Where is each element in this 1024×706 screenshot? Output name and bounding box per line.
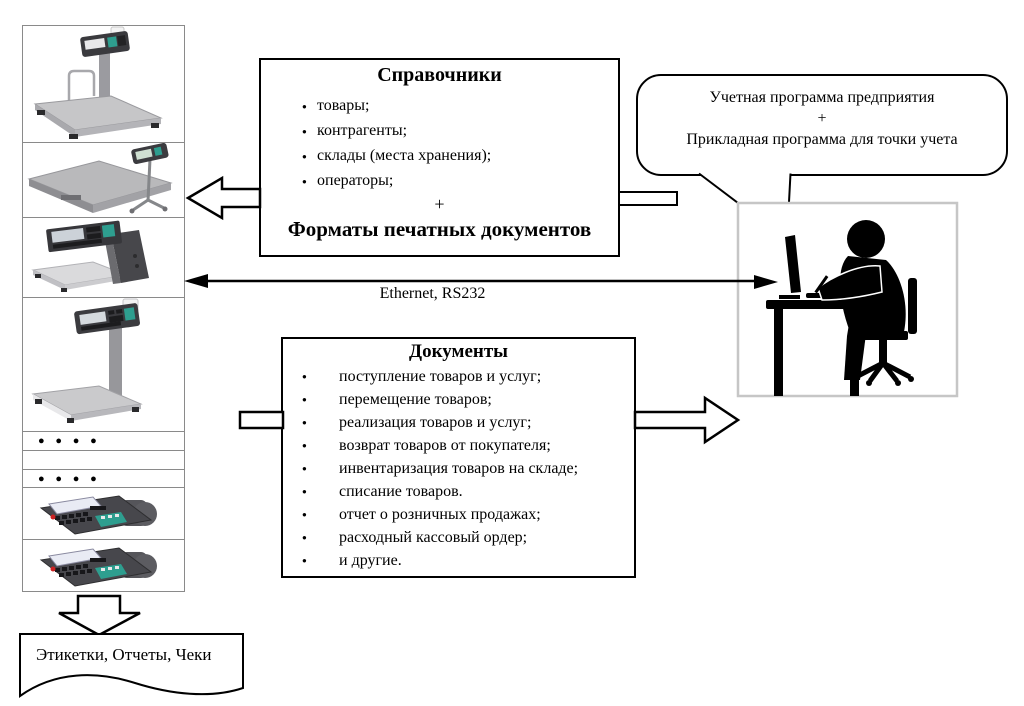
- documents-right-arrow: [633, 395, 741, 445]
- list-item: возврат товаров от покупателя;: [302, 434, 634, 457]
- list-item: операторы;: [302, 168, 618, 194]
- directories-left-arrow: [185, 175, 262, 221]
- bench-scale-icon: [33, 26, 163, 139]
- list-item: отчет о розничных продажах;: [302, 503, 634, 526]
- device-cell-printing-scale: [23, 218, 184, 298]
- bubble-line-1: Учетная программа предприятия: [709, 89, 935, 106]
- label-printing-scale-icon: [31, 220, 149, 292]
- output-banner-shape: [19, 633, 244, 698]
- list-item: реализация товаров и услуг;: [302, 411, 634, 434]
- plus-sign: +: [434, 194, 445, 214]
- list-item: и другие.: [302, 549, 634, 572]
- output-down-arrow: [58, 594, 141, 637]
- directories-title: Справочники: [377, 64, 502, 86]
- device-panel: ● ● ● ● ● ● ● ●: [22, 25, 185, 592]
- directories-right-tab: [618, 191, 678, 206]
- directories-box: Справочники товары; контрагенты; склады …: [259, 58, 620, 257]
- output-banner-label: Этикетки, Отчеты, Чеки: [36, 645, 212, 664]
- documents-list: поступление товаров и услуг; перемещение…: [283, 365, 634, 572]
- directories-list: товары; контрагенты; склады (места хране…: [261, 93, 618, 194]
- cash-register-icon: [39, 495, 157, 535]
- list-item: товары;: [302, 93, 618, 119]
- connection-label: Ethernet, RS232: [379, 285, 486, 302]
- list-item: поступление товаров и услуг;: [302, 365, 634, 388]
- list-item: инвентаризация товаров на складе;: [302, 457, 634, 480]
- bubble-plus: +: [817, 110, 827, 127]
- documents-box: Документы поступление товаров и услуг; п…: [281, 337, 636, 578]
- speech-bubble-text: Учетная программа предприятия + Прикладн…: [650, 87, 994, 150]
- device-ellipsis-top: ● ● ● ●: [23, 432, 184, 451]
- device-cell-empty: [23, 451, 184, 470]
- speech-bubble-shape: [636, 74, 1008, 176]
- device-cell-platform-scale: [23, 143, 184, 218]
- directories-subtitle: Форматы печатных документов: [287, 217, 592, 241]
- list-item: расходный кассовый ордер;: [302, 526, 634, 549]
- list-item: списание товаров.: [302, 480, 634, 503]
- bubble-line-2: Прикладная программа для точки учета: [686, 131, 958, 148]
- cash-register-icon: [39, 547, 157, 587]
- ellipsis-dots: ● ● ● ●: [38, 472, 99, 485]
- ellipsis-dots: ● ● ● ●: [38, 435, 99, 447]
- platform-scale-icon: [27, 143, 173, 214]
- device-ellipsis-bottom: ● ● ● ●: [23, 470, 184, 488]
- documents-left-tab: [238, 410, 285, 430]
- device-cell-column-printing-scale: [23, 298, 184, 432]
- list-item: контрагенты;: [302, 118, 618, 144]
- device-cell-cash-register-1: [23, 488, 184, 540]
- device-cell-bench-scale: [23, 26, 184, 143]
- list-item: склады (места хранения);: [302, 143, 618, 169]
- ethernet-arrow: [184, 274, 778, 289]
- label-printing-scale-column-icon: [31, 298, 143, 423]
- documents-title: Документы: [409, 341, 508, 362]
- list-item: перемещение товаров;: [302, 388, 634, 411]
- person-at-computer-icon: [766, 220, 917, 396]
- device-cell-cash-register-2: [23, 540, 184, 591]
